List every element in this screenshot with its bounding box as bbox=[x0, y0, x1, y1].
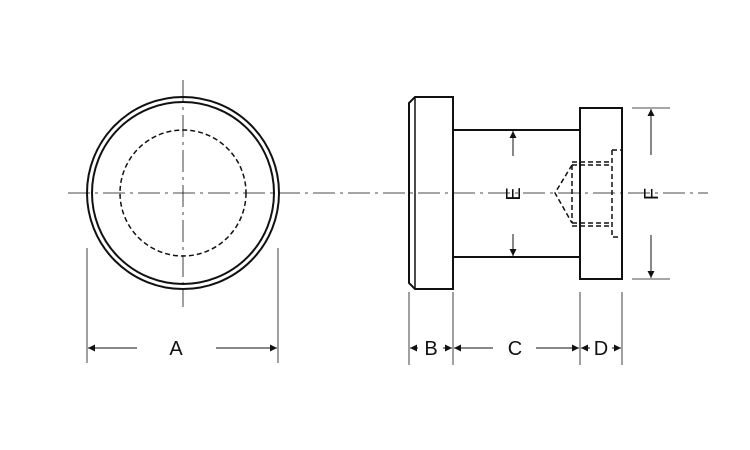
dimension-label-e: E bbox=[503, 187, 525, 200]
hidden-circle bbox=[119, 129, 247, 257]
dimension-label-d: D bbox=[594, 338, 608, 360]
dimension-label-b: B bbox=[424, 338, 437, 360]
dimension-label-f: F bbox=[641, 188, 663, 200]
outer-circle bbox=[86, 96, 280, 290]
dimension-label-a: A bbox=[169, 338, 183, 360]
inner-ring-circle bbox=[91, 101, 275, 285]
collar bbox=[579, 107, 623, 280]
hidden-bore bbox=[554, 149, 622, 238]
dimension-label-c: C bbox=[508, 338, 522, 360]
